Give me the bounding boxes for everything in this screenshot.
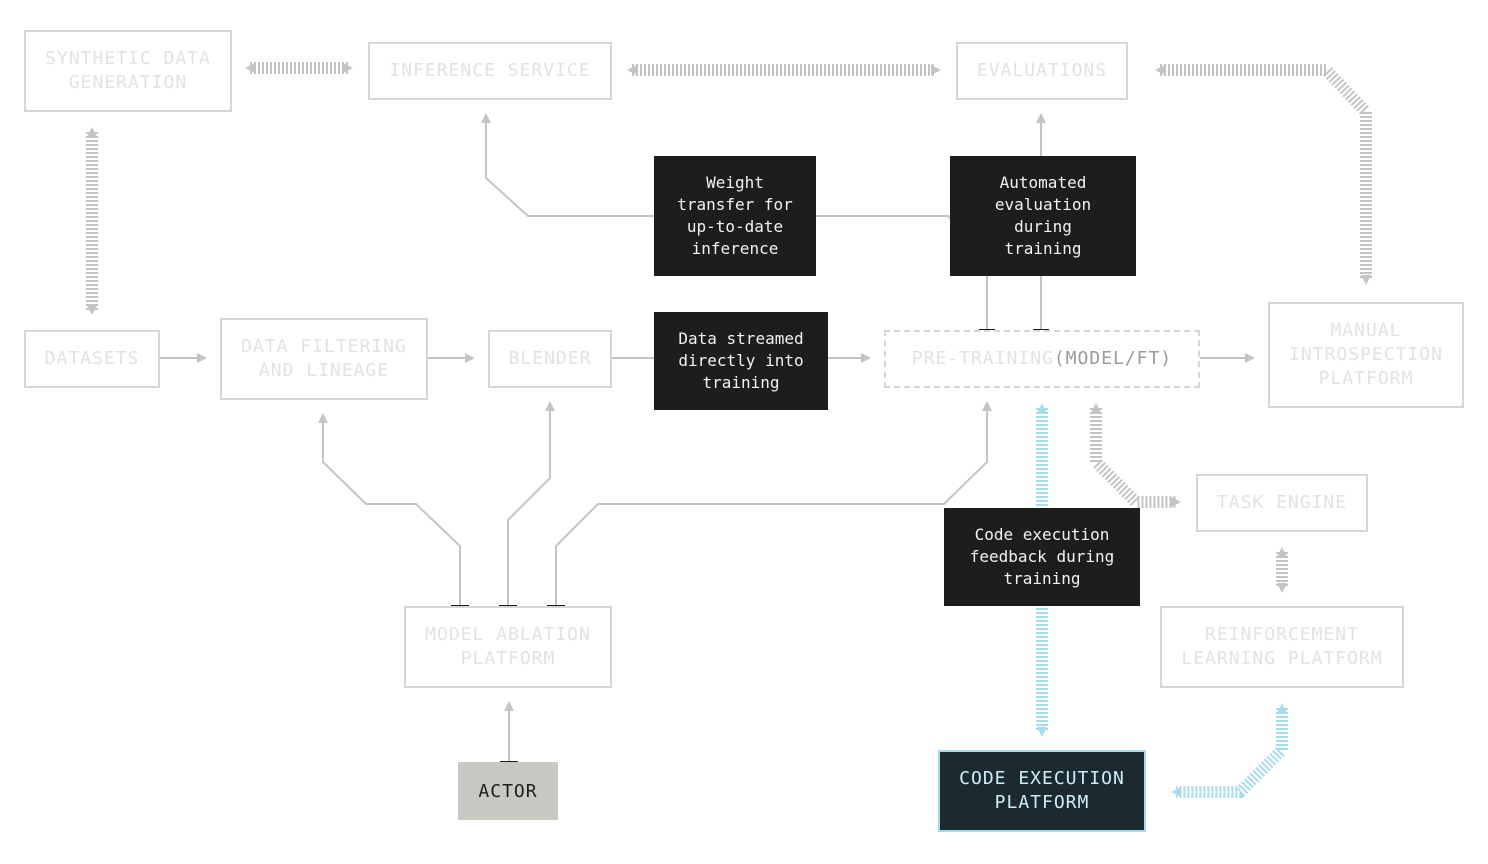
arrow-ablation-filtering	[318, 413, 461, 606]
task-engine-node[interactable]: TASK ENGINE	[1196, 474, 1368, 532]
blender-node[interactable]: BLENDER	[488, 330, 612, 388]
evaluations-node[interactable]: EVALUATIONS	[956, 42, 1128, 100]
arrow-ablation-pretraining	[555, 401, 992, 606]
data-filtering-node[interactable]: DATA FILTERING AND LINEAGE	[220, 318, 428, 400]
code-execution-platform-node[interactable]: CODE EXECUTION PLATFORM	[938, 750, 1146, 832]
automated-evaluation-note: Automated evaluation during training	[950, 156, 1136, 276]
model-ablation-node[interactable]: MODEL ABLATION PLATFORM	[404, 606, 612, 688]
pre-training-label: PRE-TRAINING	[911, 348, 1054, 369]
data-streamed-note: Data streamed directly into training	[654, 312, 828, 410]
synthetic-data-generation-node[interactable]: SYNTHETIC DATA GENERATION	[24, 30, 232, 112]
pre-training-node[interactable]: PRE-TRAINING (MODEL/FT)	[884, 330, 1200, 388]
weight-transfer-note: Weight transfer for up-to-date inference	[654, 156, 816, 276]
code-feedback-note: Code execution feedback during training	[944, 508, 1140, 606]
datasets-node[interactable]: DATASETS	[24, 330, 160, 388]
arrow-ablation-blender	[507, 401, 555, 606]
reinforcement-learning-node[interactable]: REINFORCEMENT LEARNING PLATFORM	[1160, 606, 1404, 688]
manual-introspection-node[interactable]: MANUAL INTROSPECTION PLATFORM	[1268, 302, 1464, 408]
inference-service-node[interactable]: INFERENCE SERVICE	[368, 42, 612, 100]
pre-training-sub-label: (MODEL/FT)	[1053, 348, 1173, 369]
actor-node[interactable]: ACTOR	[458, 762, 558, 820]
link-evaluations-manual	[1155, 64, 1372, 285]
link-pretraining-task-engine	[1090, 403, 1181, 508]
link-rl-code-execution	[1171, 703, 1288, 798]
